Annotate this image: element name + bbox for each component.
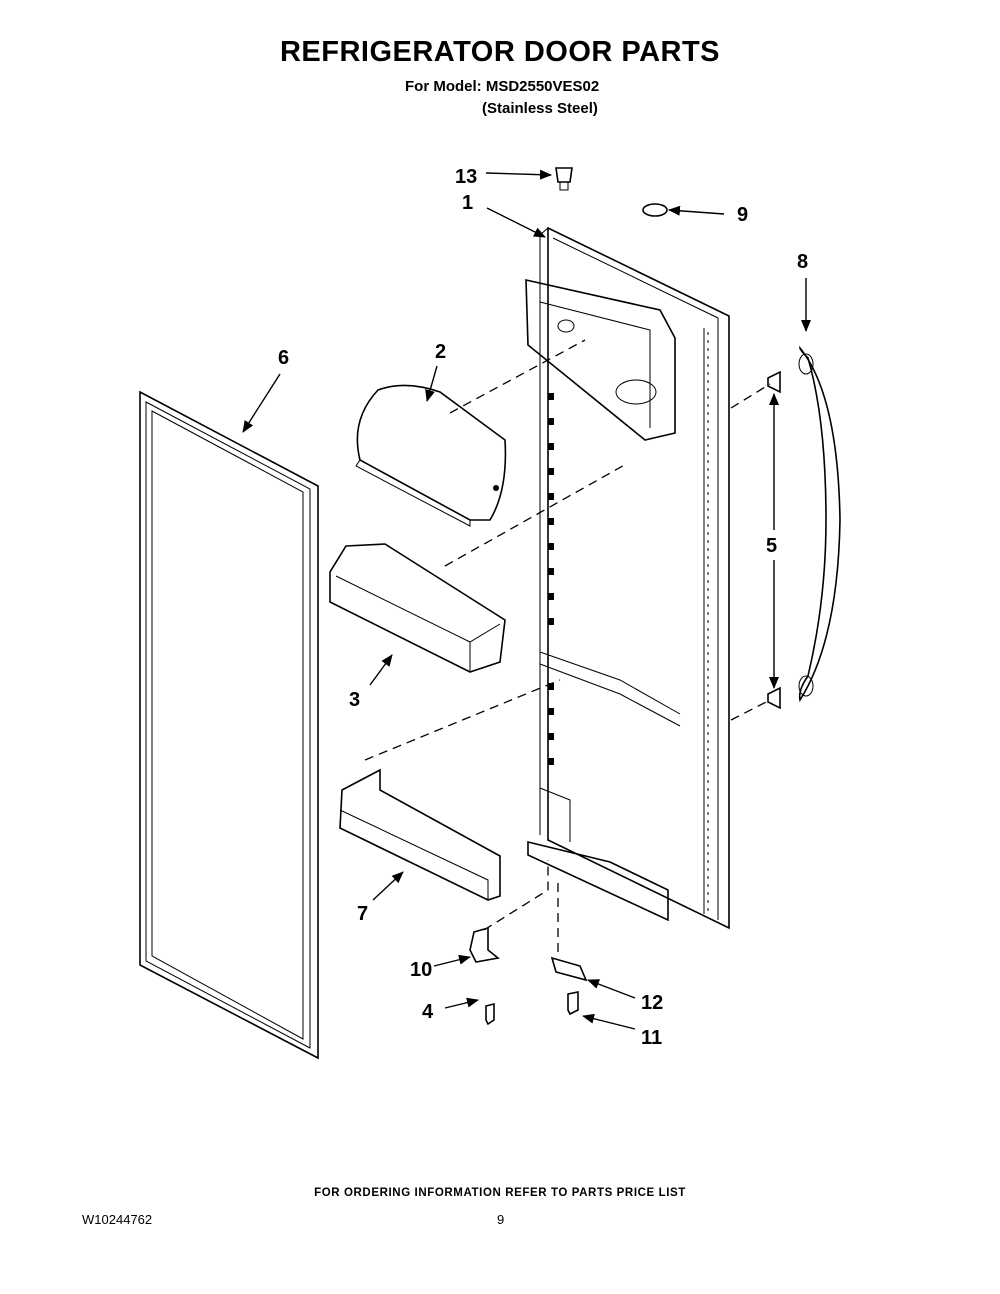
model-label: For Model: MSD2550VES02 bbox=[405, 78, 600, 95]
dairy-door bbox=[355, 384, 507, 527]
callout-10: 10 bbox=[410, 959, 432, 981]
ordering-note: FOR ORDERING INFORMATION REFER TO PARTS … bbox=[314, 1187, 686, 1199]
door-liner bbox=[525, 226, 730, 930]
callout-5: 5 bbox=[766, 535, 777, 557]
handle-studs bbox=[767, 370, 781, 710]
callout-9: 9 bbox=[737, 204, 748, 226]
door-bin bbox=[329, 543, 506, 673]
screw-4 bbox=[485, 1002, 495, 1026]
callout-8: 8 bbox=[797, 251, 808, 273]
hinge-bracket bbox=[550, 956, 588, 982]
plug-button bbox=[555, 167, 573, 191]
callout-11: 11 bbox=[641, 1027, 662, 1049]
document-number: W10244762 bbox=[82, 1212, 153, 1227]
callout-3: 3 bbox=[349, 689, 360, 711]
screw-11 bbox=[567, 991, 579, 1016]
callout-7: 7 bbox=[357, 903, 368, 925]
callout-1: 1 bbox=[462, 192, 473, 214]
page-title: REFRIGERATOR DOOR PARTS bbox=[279, 36, 721, 68]
door-gasket bbox=[139, 390, 319, 1060]
callout-12: 12 bbox=[641, 992, 663, 1014]
callout-13: 13 bbox=[455, 166, 477, 188]
assembly-lines bbox=[364, 339, 771, 952]
hinge-pin bbox=[469, 926, 500, 963]
callout-2: 2 bbox=[435, 341, 446, 363]
page-number: 9 bbox=[497, 1212, 505, 1227]
callout-6: 6 bbox=[278, 347, 289, 369]
bottom-door-bin bbox=[339, 768, 501, 901]
finish-label: (Stainless Steel) bbox=[482, 100, 598, 117]
callout-4: 4 bbox=[422, 1001, 434, 1023]
door-handle bbox=[798, 345, 841, 703]
callout-arrows bbox=[242, 169, 811, 1030]
o-ring bbox=[642, 203, 668, 217]
